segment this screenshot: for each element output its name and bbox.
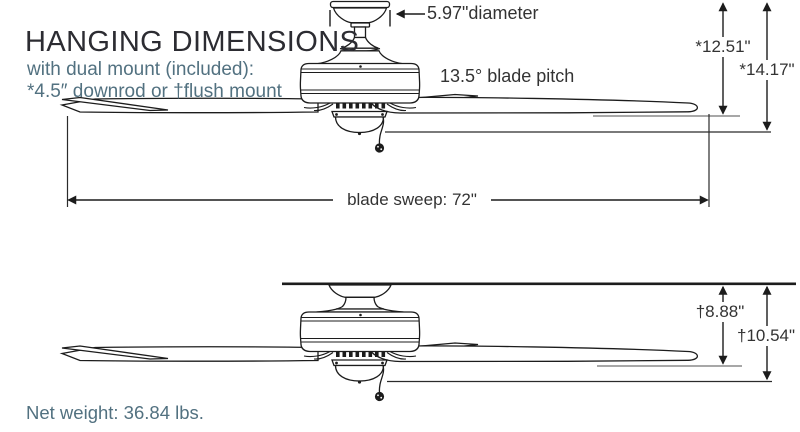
net-weight-label: Net weight: 36.84 lbs. [26, 402, 204, 423]
blade-sweep-label: blade sweep: 72" [333, 190, 491, 210]
blade-pitch-label: 13.5° blade pitch [440, 66, 575, 86]
flush-canopy [316, 284, 404, 313]
subtitle-mount-info: with dual mount (included): [27, 59, 255, 80]
downrod-canopy [316, 0, 404, 65]
page-title: HANGING DIMENSIONS [25, 26, 360, 58]
canopy-diameter-label: 5.97"diameter [427, 3, 539, 23]
flush-ceiling-to-blades-label: †8.88" [684, 302, 756, 322]
subtitle-mount-options: *4.5″ downrod or †flush mount [27, 81, 282, 102]
flush-ceiling-to-bottom-label: †10.54" [725, 326, 800, 346]
canopy-diameter-dimension [329, 9, 425, 27]
downrod-ceiling-to-blades-label: *12.51" [685, 37, 761, 57]
downrod-ceiling-to-bottom-label: *14.17" [728, 60, 800, 80]
